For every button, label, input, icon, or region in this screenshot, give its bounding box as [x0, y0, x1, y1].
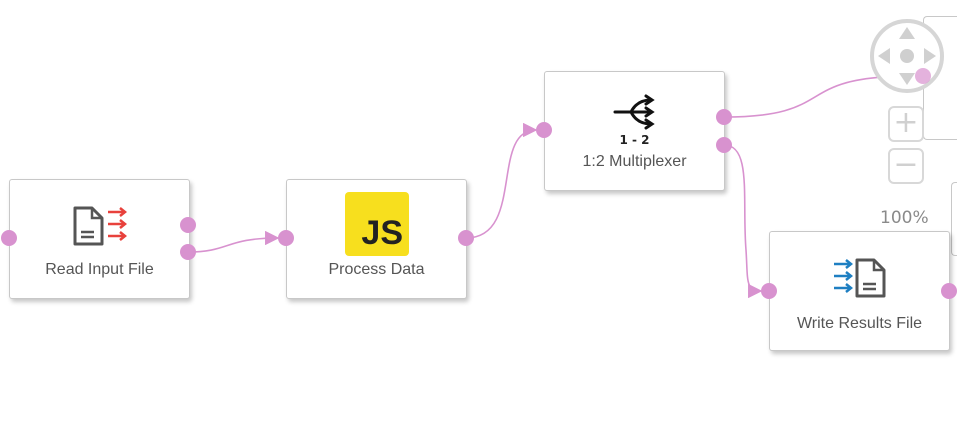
input-port-multiplexer[interactable]: [536, 122, 552, 138]
node-write-results-file[interactable]: Write Results File: [769, 231, 950, 351]
input-port-read[interactable]: [1, 230, 17, 246]
output-port-multiplexer-2[interactable]: [716, 137, 732, 153]
multiplexer-ratio-text: 1 - 2: [619, 133, 650, 147]
output-port-write[interactable]: [941, 283, 957, 299]
multiplexer-icon: [613, 94, 657, 135]
file-read-icon: [72, 204, 132, 253]
zoom-out-button[interactable]: −: [888, 148, 924, 184]
node-label-read-input-file: Read Input File: [45, 261, 154, 278]
offscreen-node-bottom[interactable]: [951, 182, 957, 256]
connection-process-to-multiplexer[interactable]: [465, 122, 538, 239]
output-port-multiplexer-1[interactable]: [716, 109, 732, 125]
node-label-write-results-file: Write Results File: [796, 315, 923, 332]
output-port-read-2[interactable]: [180, 244, 196, 260]
file-write-icon: [832, 256, 892, 305]
input-port-process[interactable]: [278, 230, 294, 246]
connection-multiplexer-to-offscreen[interactable]: [723, 68, 914, 118]
connection-read-to-process[interactable]: [187, 230, 280, 253]
zoom-level-label: 100%: [880, 208, 929, 228]
output-port-read-1[interactable]: [180, 217, 196, 233]
offscreen-input-port[interactable]: [915, 68, 931, 84]
node-multiplexer[interactable]: 1 - 2 1:2 Multiplexer: [544, 71, 725, 191]
pan-compass-icon[interactable]: [868, 17, 946, 95]
output-port-process[interactable]: [458, 230, 474, 246]
connection-multiplexer-to-write[interactable]: [723, 144, 763, 299]
zoom-in-button[interactable]: +: [888, 106, 924, 142]
node-read-input-file[interactable]: Read Input File: [9, 179, 190, 299]
node-process-data[interactable]: JS Process Data: [286, 179, 467, 299]
node-label-process-data: Process Data: [328, 261, 425, 278]
node-label-multiplexer: 1:2 Multiplexer: [582, 153, 687, 170]
javascript-badge-text: JS: [361, 214, 403, 252]
input-port-write[interactable]: [761, 283, 777, 299]
javascript-icon: JS: [345, 192, 409, 256]
